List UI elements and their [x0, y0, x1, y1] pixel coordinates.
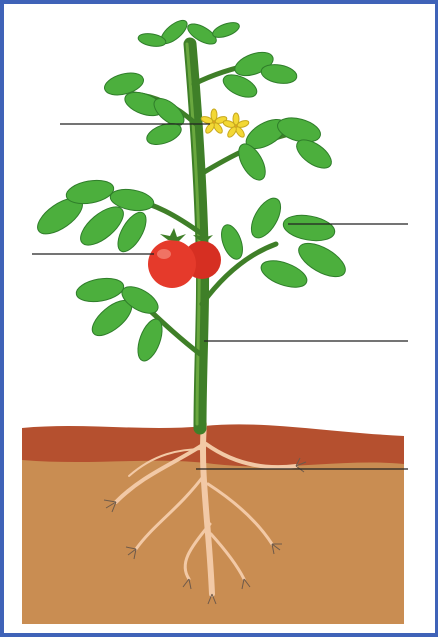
leaf-mid-left	[32, 177, 156, 256]
tomato-calyx	[160, 228, 186, 241]
tomato-front	[148, 240, 196, 288]
leaf-upper-left	[102, 69, 188, 148]
tomato-plant-illustration	[4, 4, 434, 633]
plant-diagram	[4, 4, 434, 633]
leaf-lower-left	[74, 275, 166, 364]
flower-2	[222, 113, 249, 139]
leaf-upper-right	[220, 48, 298, 102]
leaf-right-middle	[217, 193, 350, 292]
soil-body	[22, 460, 404, 624]
tomatoes	[148, 228, 221, 288]
